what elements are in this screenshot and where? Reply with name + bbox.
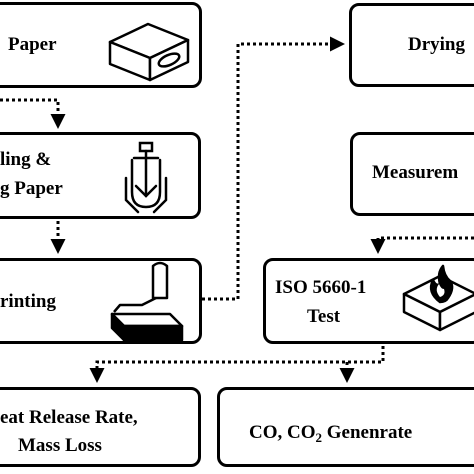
iso-to-outputs-arrow <box>89 346 385 383</box>
drying-node <box>349 3 474 87</box>
paper-to-coating-arrow <box>0 98 66 129</box>
iso-test-label-line1: ISO 5660-1 <box>275 277 367 298</box>
mixer-vessel-icon <box>124 141 168 214</box>
printing-label: rinting <box>0 291 56 312</box>
iso-test-label-line2: Test <box>307 306 341 327</box>
drying-label: Drying <box>408 34 465 55</box>
cone-calorimeter-icon <box>402 264 474 332</box>
gas-label-prefix: CO, CO <box>249 422 316 443</box>
measurement-to-iso-arrow <box>370 236 474 254</box>
gas-label-subscript: 2 <box>315 430 323 445</box>
measurement-node <box>350 132 474 216</box>
coating-node <box>0 132 201 219</box>
paper-label: Paper <box>8 34 57 55</box>
paper-box-icon <box>108 22 190 82</box>
gas-label-suffix: Genenrate <box>322 422 413 443</box>
heat-release-label-line1: eat Release Rate, <box>0 407 138 428</box>
coating-label-line1: ling & <box>0 149 52 170</box>
measurement-label: Measurem <box>372 162 459 183</box>
printing-to-drying-arrow <box>202 36 345 301</box>
gas-node <box>217 387 474 467</box>
heat-release-node <box>0 387 201 467</box>
printer-icon <box>110 261 184 342</box>
gas-label: CO, CO2 Genenrate <box>249 421 412 450</box>
heat-release-label-line2: Mass Loss <box>18 435 102 456</box>
coating-label-line2: g Paper <box>0 178 63 199</box>
